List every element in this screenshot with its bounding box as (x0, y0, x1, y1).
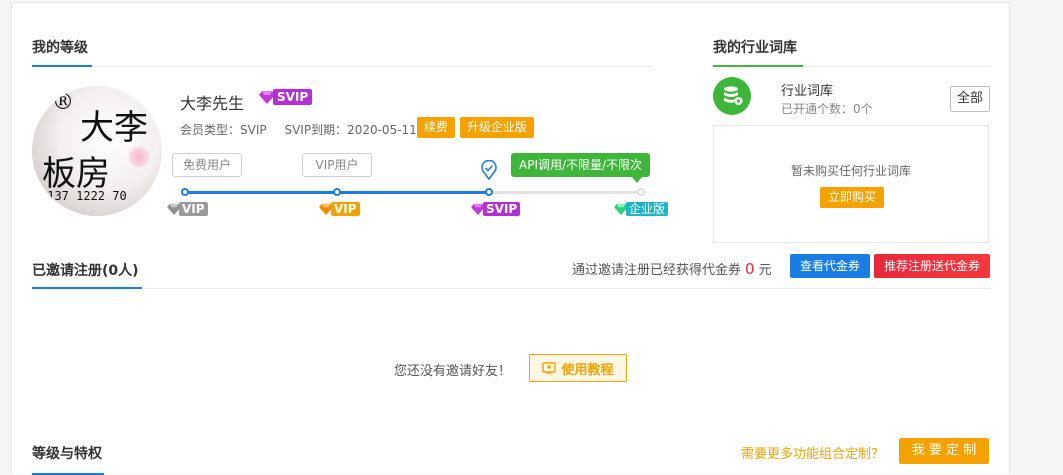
stage-svip-badge-text: SVIP (483, 202, 521, 216)
avatar-phone-text: :137 1222 70 (40, 189, 127, 203)
coupon-info: 通过邀请注册已经获得代金券 0 元 (572, 259, 772, 278)
renew-button[interactable]: 续费 (417, 117, 456, 138)
member-type-label: 会员类型： (180, 123, 241, 137)
invite-title-underline (32, 287, 142, 289)
custom-request-button[interactable]: 我 要 定 制 (899, 438, 989, 464)
view-coupon-button[interactable]: 查看代金券 (790, 254, 870, 278)
avatar-text-line2: 板房 (42, 154, 110, 194)
library-empty-text: 暂未购买任何行业词库 (790, 164, 911, 178)
avatar[interactable]: ® 大李 板房 :137 1222 70 (32, 86, 162, 216)
library-title-underline (713, 65, 803, 67)
library-name: 行业词库 (781, 84, 834, 99)
svip-badge: SVIP (273, 89, 313, 105)
purple-diamond-icon (471, 203, 485, 215)
upgrade-enterprise-button[interactable]: 升级企业版 (460, 117, 535, 138)
avatar-text-line1: 大李 (80, 108, 148, 148)
gray-diamond-icon (167, 203, 181, 215)
tutorial-button[interactable]: 使用教程 (529, 354, 627, 382)
stage-free-label: 免费用户 (172, 153, 242, 177)
level-title: 我的等级 (32, 40, 88, 56)
diamond-icon (259, 91, 275, 104)
member-info: 会员类型：SVIP SVIP到期：2020-05-11 (180, 121, 417, 138)
coupon-amount: 0 (745, 260, 755, 278)
stage-enterprise-badge-text: 企业版 (626, 202, 669, 216)
member-type-value: SVIP (240, 123, 267, 137)
stage-svip-dot (485, 188, 493, 196)
stage-enterprise-badge: 企业版 (614, 202, 669, 216)
library-all-button[interactable]: 全部 (950, 86, 990, 112)
orange-diamond-icon (319, 203, 333, 215)
library-title: 我的行业词库 (713, 40, 797, 56)
stage-svip-label-arrow (632, 177, 642, 183)
coupon-unit: 元 (758, 263, 772, 278)
buy-now-button[interactable]: 立即购买 (820, 187, 884, 208)
library-count: 已开通个数：0个 (781, 102, 873, 116)
stage-enterprise-dot (637, 188, 645, 196)
username: 大李先生 (180, 94, 245, 113)
stage-vip-label: VIP用户 (302, 153, 372, 177)
coupon-prefix: 通过邀请注册已经获得代金券 (572, 263, 742, 278)
library-divider (713, 66, 990, 67)
expire-label: SVIP到期： (284, 123, 348, 137)
tutorial-button-label: 使用教程 (561, 362, 614, 378)
user-badge: SVIP (259, 89, 313, 105)
stage-vip-dot (333, 188, 341, 196)
stage-vip-badge: VIP (319, 202, 360, 216)
invite-divider (32, 288, 990, 289)
recommend-register-button[interactable]: 推荐注册送代金券 (874, 254, 990, 278)
stage-vip-badge-text: VIP (331, 202, 360, 216)
tutorial-icon (542, 362, 557, 375)
database-gear-icon (724, 86, 743, 105)
invite-empty-text: 您还没有邀请好友！ (394, 364, 512, 379)
database-icon (713, 77, 751, 115)
library-empty-box: 暂未购买任何行业词库 立即购买 (713, 125, 989, 243)
expire-value: 2020-05-11 (347, 123, 417, 137)
invite-title: 已邀请注册(0人) (32, 263, 139, 279)
stage-free-dot (181, 188, 189, 196)
privilege-title: 等级与特权 (32, 446, 102, 462)
stage-free-badge: VIP (167, 202, 208, 216)
teal-diamond-icon (614, 203, 628, 215)
avatar-reg-mark: ® (52, 90, 74, 115)
main-card: 我的等级 ® 大李 板房 :137 1222 70 大李先生 SVIP 会员类型… (11, 2, 1010, 475)
level-divider (32, 66, 652, 67)
flower-icon (128, 146, 150, 168)
current-position-icon (481, 160, 497, 180)
stage-svip-badge: SVIP (471, 202, 521, 216)
level-title-underline (32, 65, 92, 67)
stage-svip-label: API调用/不限量/不限次 (511, 153, 651, 177)
stage-free-badge-text: VIP (179, 202, 208, 216)
custom-question: 需要更多功能组合定制？ (741, 447, 885, 462)
